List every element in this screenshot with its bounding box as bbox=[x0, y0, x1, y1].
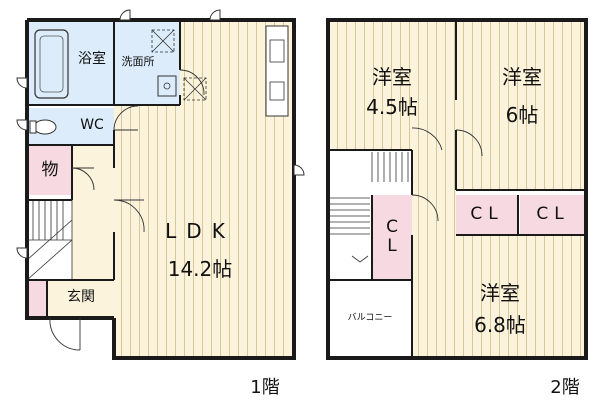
floor1-doors bbox=[49, 69, 205, 351]
room-4-5 bbox=[328, 20, 456, 150]
ldk-name-label: LDK bbox=[165, 219, 235, 243]
toilet-icon bbox=[33, 119, 57, 135]
closet-c-label: C L bbox=[386, 217, 398, 256]
room-6-8-size: 6.8帖 bbox=[474, 313, 526, 337]
closet-b-label: CL bbox=[536, 204, 570, 224]
floor1-walls bbox=[25, 18, 296, 360]
room-6 bbox=[456, 20, 586, 190]
floor1-label: 1階 bbox=[250, 377, 280, 398]
sink-icon bbox=[157, 75, 177, 97]
balcony-area bbox=[328, 280, 412, 358]
floor1-interior-walls bbox=[27, 20, 181, 318]
floor2-interior-walls bbox=[328, 20, 586, 358]
bath-room bbox=[27, 20, 114, 105]
fridge-space-icon bbox=[183, 77, 207, 101]
floor2-label: 2階 bbox=[550, 377, 580, 398]
closet-b bbox=[520, 195, 586, 235]
room-4-5-name: 洋室 bbox=[372, 65, 412, 89]
room-6-name: 洋室 bbox=[502, 65, 542, 89]
washroom-label: 洗面所 bbox=[121, 55, 155, 68]
sink-drain-icon bbox=[163, 82, 171, 90]
balcony-label: バルコニー bbox=[347, 313, 393, 323]
bathtub-inner bbox=[39, 35, 64, 93]
kitchen-sink-icon bbox=[269, 81, 285, 101]
room-4-5-size: 4.5帖 bbox=[366, 95, 418, 119]
closet-a-label: CL bbox=[470, 204, 504, 224]
stairs-floor1 bbox=[26, 199, 73, 281]
floor2-plan bbox=[326, 18, 588, 360]
stairs-floor2 bbox=[330, 152, 409, 263]
room-6-8 bbox=[412, 235, 586, 358]
bathtub-icon bbox=[34, 29, 69, 99]
ldk-size-label: 14.2帖 bbox=[167, 257, 233, 281]
closet-c bbox=[372, 195, 412, 280]
room-6-size: 6帖 bbox=[505, 103, 539, 127]
floor1-windows bbox=[16, 9, 305, 259]
hall-area bbox=[72, 145, 114, 280]
hall-2f bbox=[412, 150, 456, 235]
wc-label: WC bbox=[80, 117, 104, 133]
entrance-label: 玄関 bbox=[67, 289, 95, 305]
floor1-plan bbox=[16, 9, 305, 360]
closet-a bbox=[456, 195, 518, 235]
room-6-8-name: 洋室 bbox=[480, 281, 520, 305]
stove-icon bbox=[269, 39, 285, 63]
storage-room bbox=[27, 145, 72, 195]
entrance-step bbox=[27, 280, 47, 318]
washing-machine-icon bbox=[151, 29, 175, 53]
washroom bbox=[114, 20, 180, 105]
toilet-tank-icon bbox=[29, 120, 37, 134]
bath-label: 浴室 bbox=[78, 51, 106, 67]
floor2-doors bbox=[411, 127, 483, 222]
storage-label: 物 bbox=[41, 160, 59, 180]
kitchen-counter bbox=[265, 25, 289, 117]
